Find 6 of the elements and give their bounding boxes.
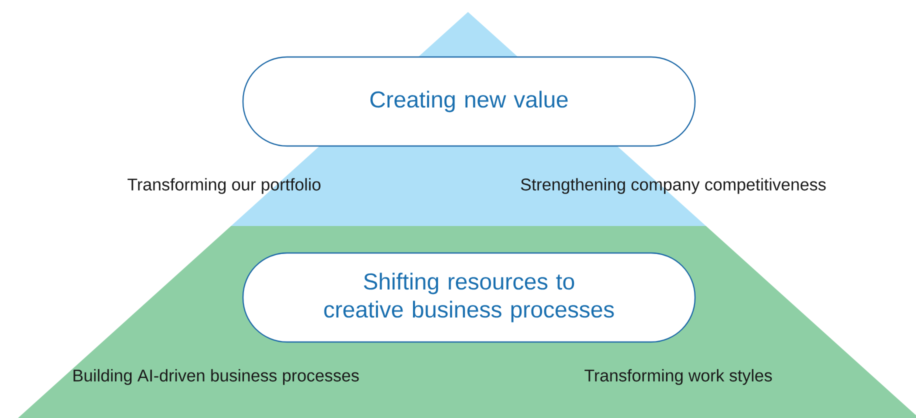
rounded-box: Creating new value [242,56,696,147]
text-label: Strengthening company competitiveness [520,178,826,194]
text-label: Building AI-driven business processes [74,369,359,385]
rounded-box: Shifting resources to creative business processes [242,252,696,343]
text-label: Transforming our portfolio [128,178,320,194]
text-label: Transforming work styles [584,369,772,385]
